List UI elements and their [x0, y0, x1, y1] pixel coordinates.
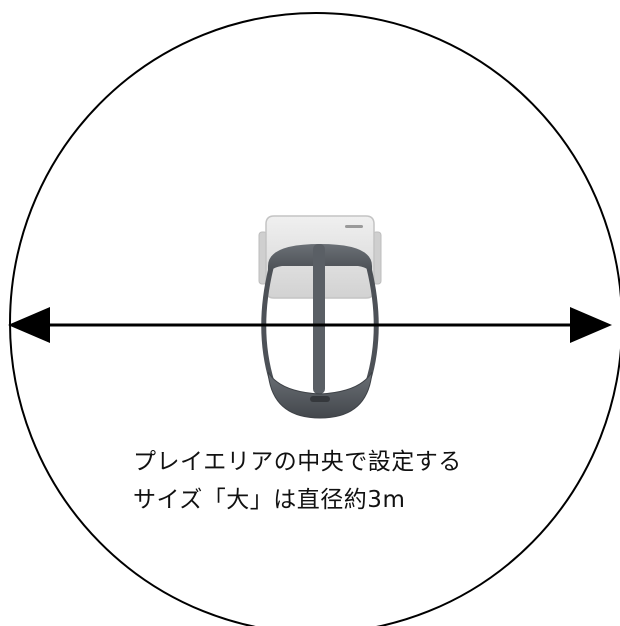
- caption-line-2: サイズ「大」は直径約3m: [133, 487, 406, 513]
- caption: プレイエリアの中央で設定する サイズ「大」は直径約3m: [133, 443, 462, 519]
- vr-headset-icon: [258, 215, 382, 419]
- caption-line-1: プレイエリアの中央で設定する: [133, 449, 462, 475]
